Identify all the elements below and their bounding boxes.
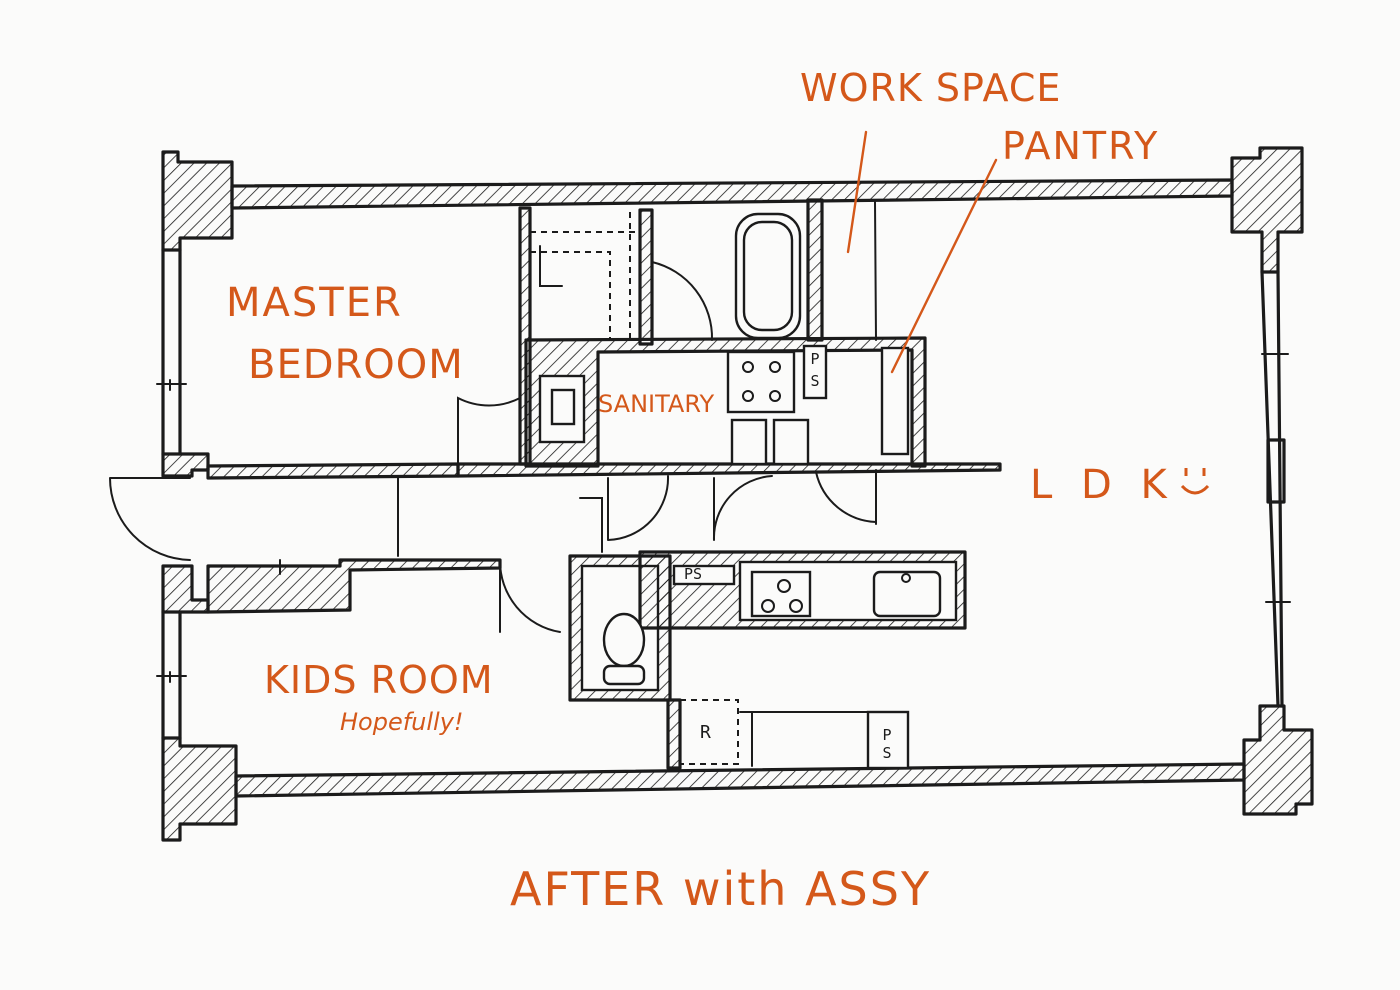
bath-door	[651, 261, 714, 341]
lower-storage-wall	[666, 698, 682, 770]
toilet-bowl	[602, 612, 646, 668]
burner-1	[761, 599, 775, 613]
column-entrance	[161, 452, 210, 478]
wall-left-upper	[161, 248, 182, 456]
faucet	[901, 573, 911, 583]
sanitary-cabinet-2	[772, 418, 810, 466]
kitchen-sink	[872, 570, 942, 618]
sink-bowl	[550, 388, 576, 426]
washer-knob-2	[769, 361, 781, 373]
pantry-label: PANTRY	[1002, 124, 1160, 168]
workspace-leader	[846, 130, 868, 254]
closet-outlines	[530, 212, 636, 340]
ps-box-top	[802, 344, 828, 400]
bathtub-inner	[742, 220, 794, 332]
smiley-icon	[1180, 468, 1210, 495]
pantry-door	[815, 471, 877, 523]
master-label: MASTER	[226, 280, 403, 326]
leader-lines	[846, 130, 998, 374]
washer-knob-3	[742, 390, 754, 402]
corridor-jog	[579, 497, 603, 553]
entrance-door	[109, 477, 191, 561]
lower-cabinet	[739, 711, 869, 767]
caption-label: AFTER with ASSY	[510, 862, 932, 916]
ps-box-middle	[672, 564, 736, 586]
pantry-shelf	[880, 346, 910, 456]
column-top-right	[1230, 146, 1304, 274]
washing-machine-box	[726, 350, 796, 414]
kids-room-label: KIDS ROOM	[264, 658, 494, 702]
kids-room-door	[498, 559, 561, 633]
wall-right-window	[1266, 438, 1286, 504]
sanitary-box	[524, 336, 927, 468]
hopefully-label: Hopefully!	[340, 708, 464, 736]
sanitary-label: SANITARY	[598, 390, 715, 418]
fixtures	[538, 212, 942, 765]
structural-columns	[161, 146, 1314, 842]
ps-mark-middle: PS	[684, 565, 703, 583]
refrigerator-mark: R	[700, 722, 711, 743]
wall-bottom	[234, 762, 1246, 798]
refrigerator-space	[679, 699, 739, 765]
column-top-left	[161, 150, 234, 252]
column-entrance-lower	[161, 564, 210, 614]
bath-wall-right	[806, 198, 824, 342]
column-bottom-right	[1242, 704, 1314, 816]
column-bottom-left	[161, 736, 238, 842]
window-marks	[156, 353, 1291, 683]
workspace-partition	[874, 201, 877, 341]
bedroom-door	[457, 396, 521, 467]
burner-2	[777, 579, 791, 593]
doors	[109, 261, 877, 633]
bedroom-label: BEDROOM	[248, 342, 464, 388]
washer-knob-4	[769, 390, 781, 402]
wall-right	[1260, 270, 1284, 708]
sanitary-cabinet-1	[730, 418, 768, 466]
sanitary-door-2	[712, 475, 773, 541]
toilet-tank	[602, 664, 646, 686]
bath-wall-left	[638, 208, 654, 346]
pantry-leader	[890, 158, 998, 374]
wall-top	[230, 178, 1234, 210]
ldk-label: L D K	[1030, 462, 1175, 508]
kids-room-upper-wall	[206, 558, 502, 614]
washer-knob-1	[742, 361, 754, 373]
burner-3	[789, 599, 803, 613]
bedroom-lower-wall	[206, 462, 460, 480]
sanitary-door-1	[607, 475, 670, 541]
ps-box-bottom	[866, 710, 910, 770]
work-space-label: WORK SPACE	[800, 66, 1062, 110]
